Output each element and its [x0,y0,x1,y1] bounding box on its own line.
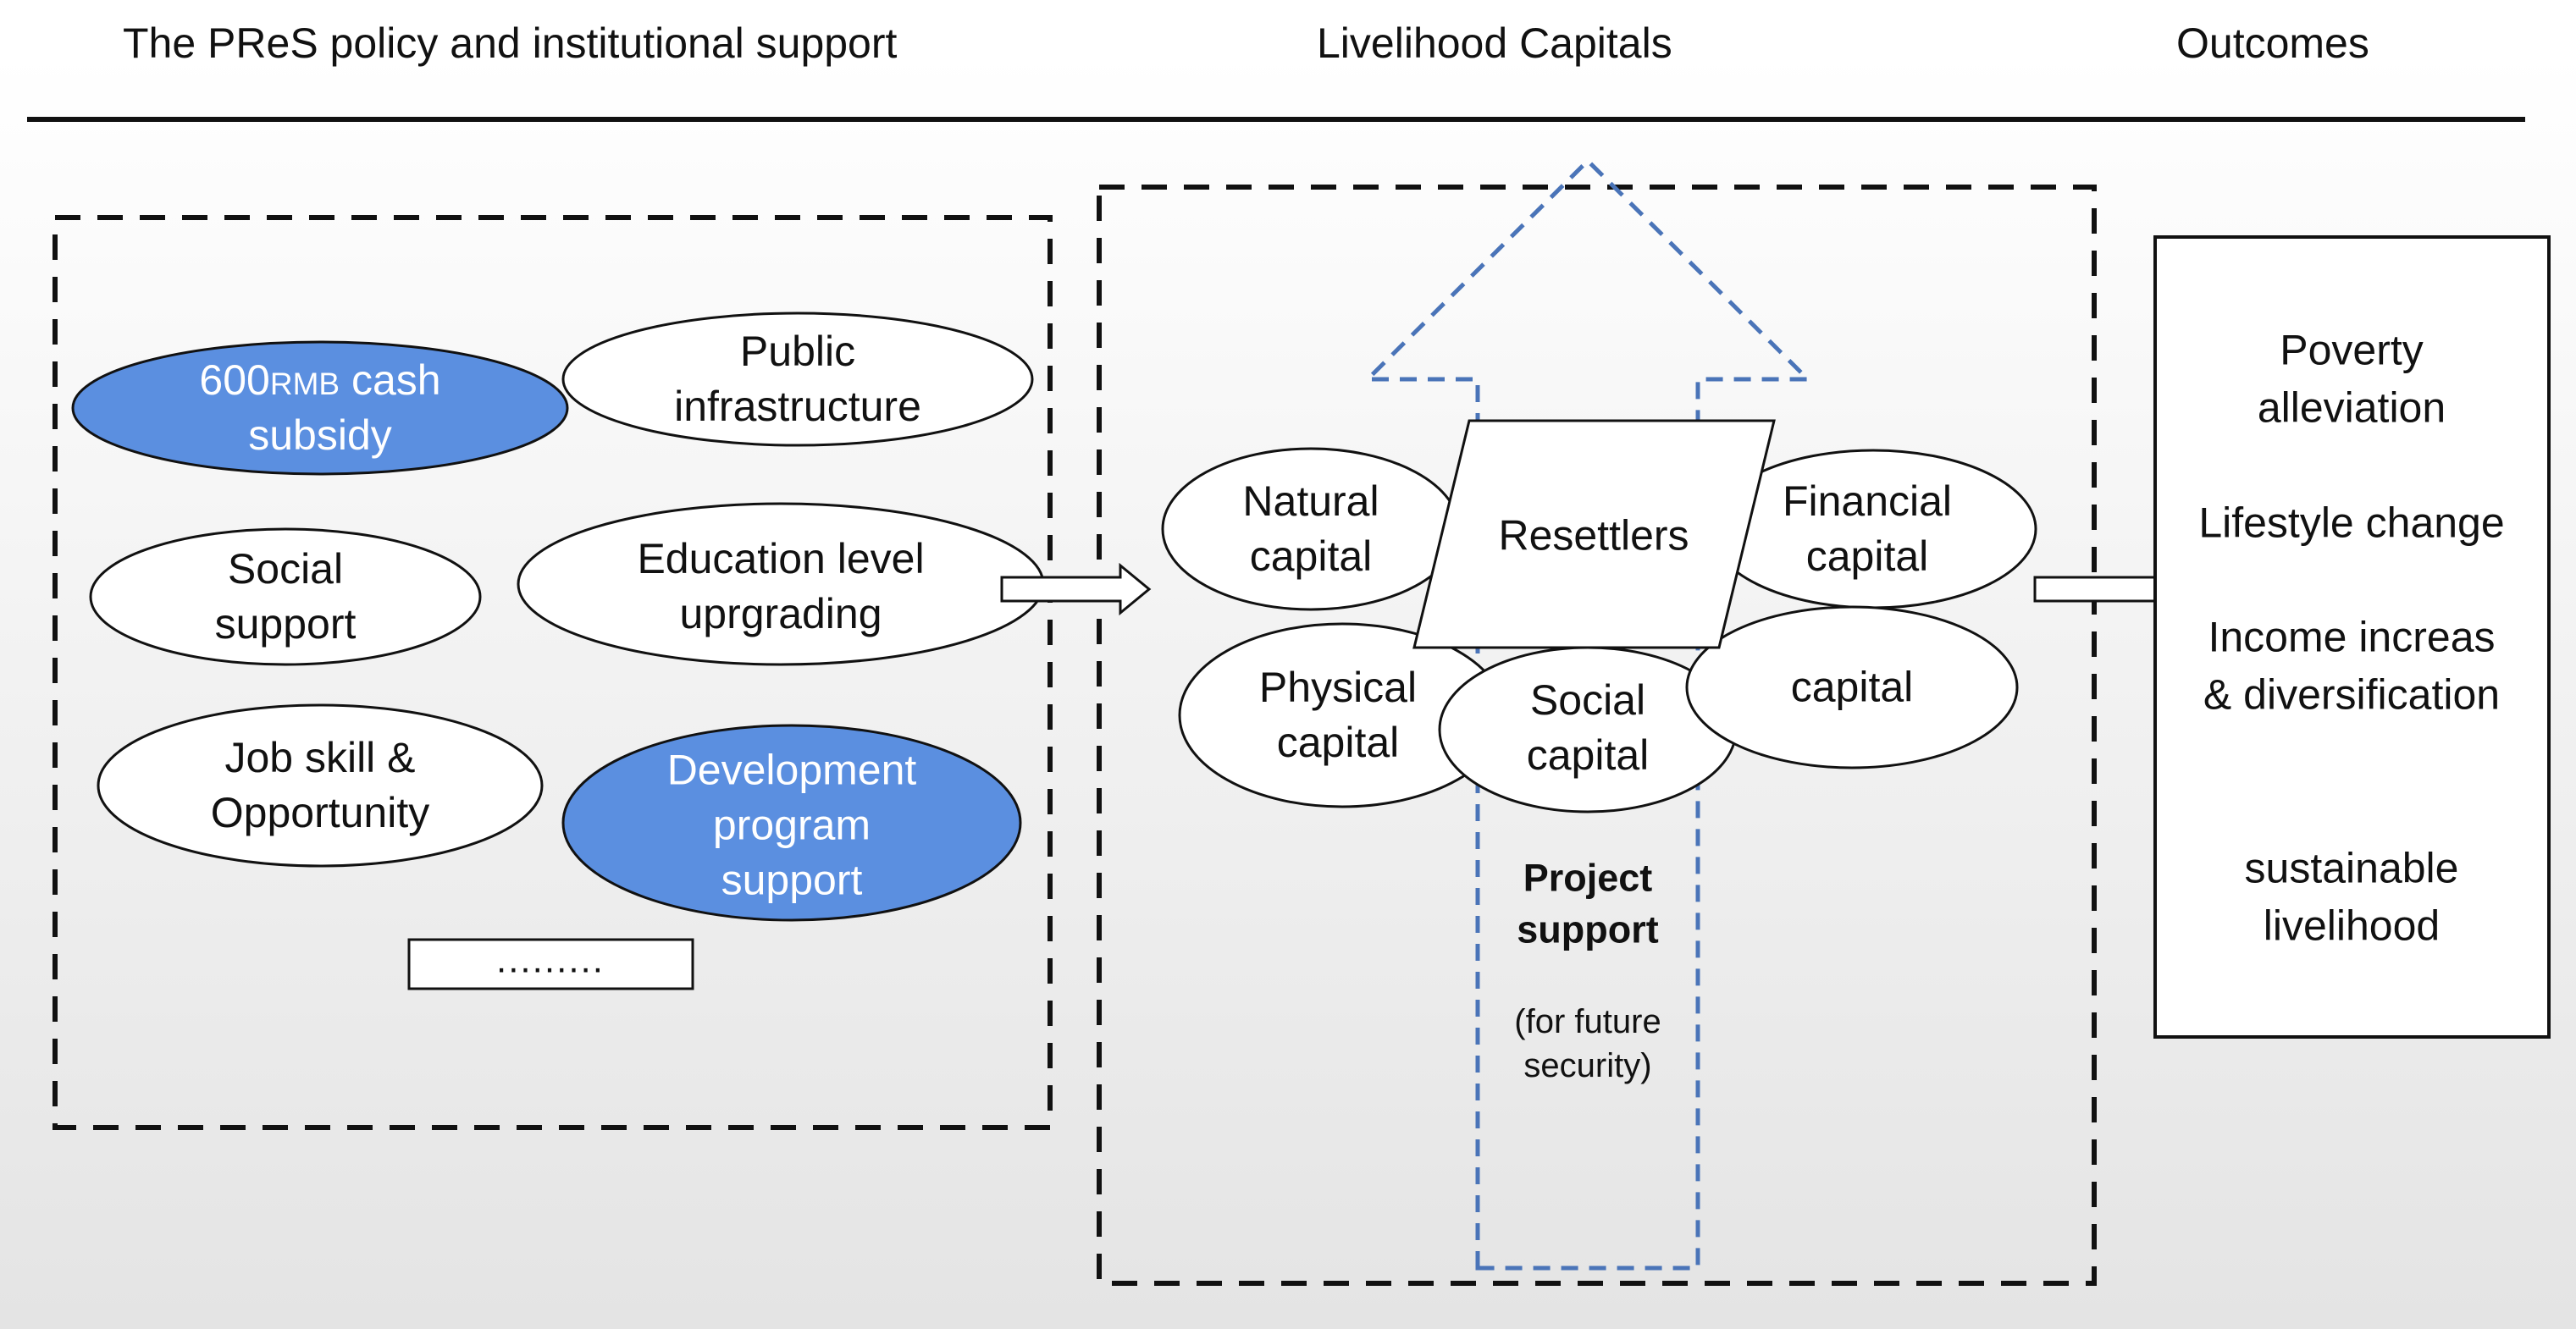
social-capital-label: Social capital [1526,676,1650,779]
public-infrastructure-node [561,312,1034,447]
outcome-sustainable: sustainable livelihood [2244,844,2459,950]
cash-subsidy-label: 600RMB cash subsidy [199,356,441,459]
job-skill-label: Job skill & Opportunity [210,734,430,836]
project-support-arrow [1362,157,1814,1271]
more-items-label: ......... [495,939,605,981]
outcomes-box [2153,235,2551,1039]
header-divider [27,117,2525,122]
policy-group-box [53,215,1053,1130]
job-skill-node [97,703,544,868]
resettlers-label: Resettlers [1498,511,1689,560]
education-label: Education level uprgrading [637,535,925,637]
resettlers-node [1412,419,1776,649]
capitals-header: Livelihood Capitals [1317,19,1672,67]
human-capital-label: capital [1790,663,1914,711]
capitals-group-box [1097,185,2097,1286]
human-capital-node [1685,605,2019,769]
outcome-income: Income increas & diversification [2203,613,2501,719]
financial-capital-label: Financial capital [1782,477,1953,580]
outcome-lifestyle: Lifestyle change [2198,499,2505,547]
outcomes-header: Outcomes [2176,19,2369,67]
policy-to-capitals-arrow [1000,562,1152,616]
social-support-node [89,527,482,666]
social-support-label: Social support [214,545,357,648]
development-label: Development program support [666,746,917,904]
development-node [561,724,1022,922]
project-support-title: Project support [1517,856,1659,951]
outcome-poverty: Poverty alleviation [2257,326,2446,432]
natural-capital-label: Natural capital [1242,477,1379,580]
public-infrastructure-label: Public infrastructure [674,328,921,430]
more-items-box [407,938,694,990]
physical-capital-label: Physical capital [1258,664,1418,766]
cash-subsidy-node [71,340,569,476]
policy-header: The PReS policy and institutional suppor… [123,19,898,67]
project-support-note: (for future security) [1514,1003,1661,1084]
